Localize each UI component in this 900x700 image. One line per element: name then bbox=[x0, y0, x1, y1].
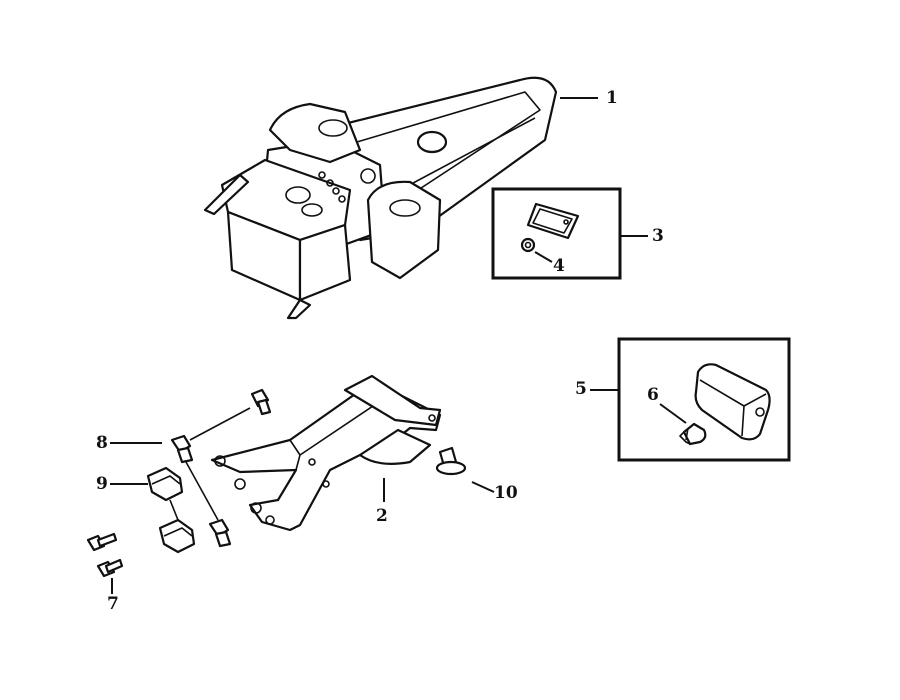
rear-fender-part-1 bbox=[203, 76, 558, 320]
callout-5: 5 bbox=[575, 379, 587, 399]
bolt-part-8-top bbox=[250, 388, 272, 416]
reflector-part-3 bbox=[526, 202, 580, 240]
callout-7: 7 bbox=[107, 594, 119, 614]
reflector-kit-box bbox=[491, 187, 622, 280]
bolt-part-8-middle bbox=[170, 434, 194, 464]
bolt-part-7-lower bbox=[96, 558, 124, 578]
callout-2: 2 bbox=[376, 506, 388, 526]
callout-1: 1 bbox=[606, 88, 618, 108]
callout-4: 4 bbox=[553, 256, 565, 276]
bolt-part-8-lower bbox=[208, 518, 232, 548]
callout-3: 3 bbox=[652, 226, 664, 246]
bracket-part-2 bbox=[210, 374, 442, 532]
tail-lamp-kit-box bbox=[617, 337, 791, 462]
grommet-part-9-upper bbox=[146, 466, 184, 502]
callout-9: 9 bbox=[96, 474, 108, 494]
callout-8: 8 bbox=[96, 433, 108, 453]
nut-part-4 bbox=[520, 237, 536, 253]
callout-6: 6 bbox=[647, 385, 659, 405]
leader-lines bbox=[110, 97, 648, 594]
grommet-part-9-lower bbox=[158, 518, 196, 554]
bushing-part-10 bbox=[435, 446, 467, 476]
bolt-part-7-upper bbox=[86, 532, 118, 552]
callout-10: 10 bbox=[494, 483, 518, 503]
bulb-part-6 bbox=[679, 422, 707, 446]
tail-lamp-part-5 bbox=[694, 363, 771, 441]
